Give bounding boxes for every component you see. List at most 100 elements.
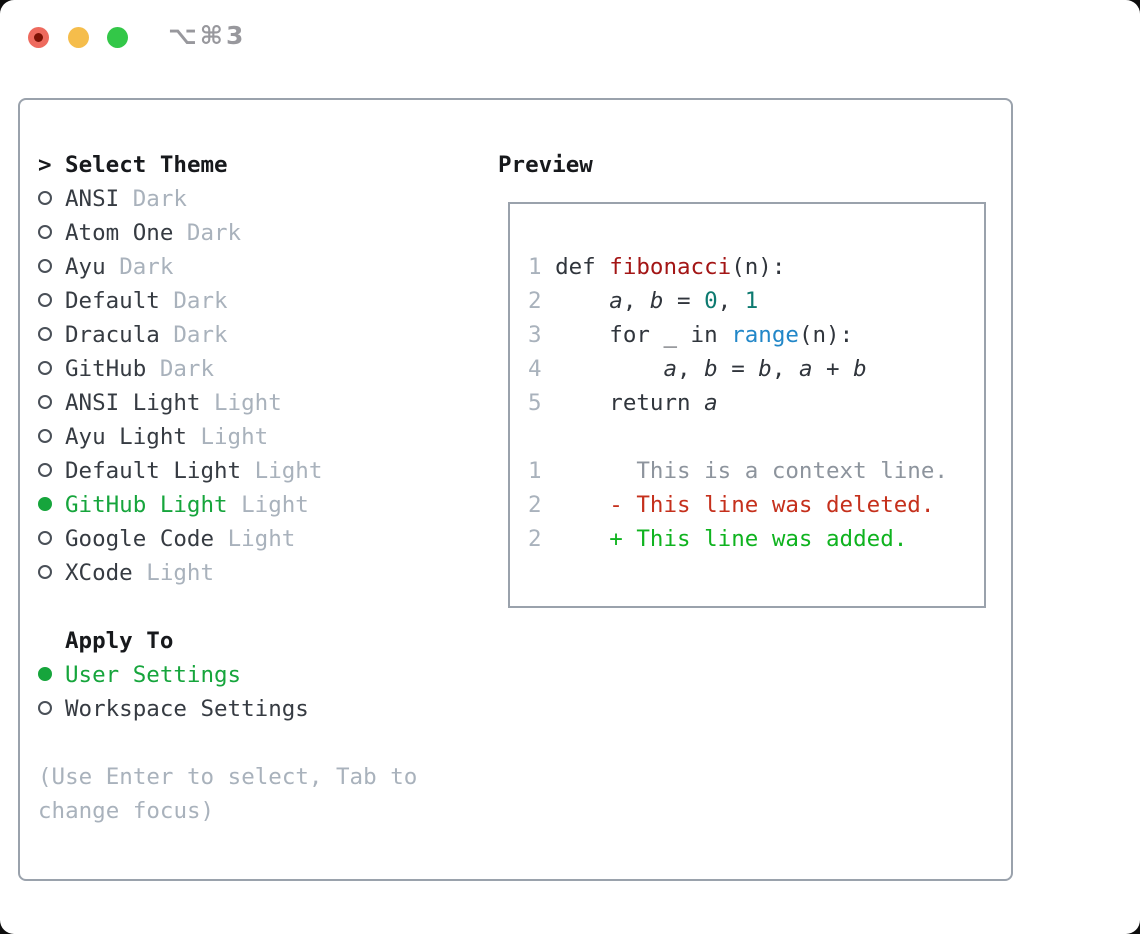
- code-token-plain: =: [717, 356, 759, 382]
- code-token-lit: 1: [744, 288, 759, 314]
- theme-item-google-code[interactable]: Google Code Light: [38, 522, 295, 556]
- minimize-button[interactable]: [68, 27, 89, 48]
- code-token-var: b: [704, 356, 718, 382]
- code-token-plain: ,: [677, 356, 705, 382]
- theme-item-ansi[interactable]: ANSI Dark: [38, 182, 187, 216]
- line-number: 5: [528, 390, 542, 416]
- code-token-var: a: [663, 356, 678, 382]
- theme-name: Google Code: [65, 526, 215, 552]
- theme-item-github[interactable]: GitHub Dark: [38, 352, 214, 386]
- line-number: 2: [528, 526, 542, 552]
- theme-variant-label: Light: [200, 424, 269, 450]
- radio-circle-icon: [38, 428, 52, 443]
- code-token-var: a: [798, 356, 813, 382]
- radio-circle-icon: [38, 292, 52, 307]
- code-token-var: a: [704, 390, 718, 416]
- diff-line: 1 This is a context line.: [528, 454, 948, 488]
- theme-variant-label: Dark: [119, 254, 174, 280]
- code-line: 4 a, b = b, a + b: [528, 352, 867, 386]
- code-token-plain: [542, 288, 610, 314]
- code-token-plain: (n):: [731, 254, 786, 280]
- theme-item-github-light[interactable]: GitHub Light Light: [38, 488, 309, 522]
- code-token-plain: for _ in: [541, 322, 732, 348]
- theme-variant-label: Light: [254, 458, 323, 484]
- code-token-var: b: [758, 356, 772, 382]
- code-token-ctx: This is a context line.: [541, 458, 948, 484]
- code-token-lit: 0: [704, 288, 718, 314]
- close-button[interactable]: [28, 27, 49, 48]
- hint-line-2: change focus): [38, 798, 215, 824]
- apply-option-label: Workspace Settings: [65, 696, 309, 722]
- theme-variant-label: Dark: [173, 288, 228, 314]
- apply-option-label: User Settings: [65, 662, 242, 688]
- radio-circle-icon: [38, 700, 52, 715]
- theme-name: Atom One: [65, 220, 174, 246]
- theme-variant-label: Light: [146, 560, 215, 586]
- line-number: 1: [528, 254, 542, 280]
- theme-item-dracula[interactable]: Dracula Dark: [38, 318, 228, 352]
- theme-item-ayu[interactable]: Ayu Dark: [38, 250, 173, 284]
- code-token-func: fibonacci: [609, 254, 732, 280]
- theme-variant-label: Light: [241, 492, 309, 518]
- code-token-plain: def: [541, 254, 610, 280]
- code-token-plain: +: [812, 356, 854, 382]
- theme-item-default-light[interactable]: Default Light Light: [38, 454, 322, 488]
- theme-name: Ayu Light: [65, 424, 187, 450]
- radio-circle-icon: [38, 564, 52, 579]
- radio-circle-icon: [38, 360, 52, 375]
- theme-variant-label: Dark: [132, 186, 187, 212]
- theme-item-default[interactable]: Default Dark: [38, 284, 228, 318]
- code-token-builtin: range: [731, 322, 799, 348]
- radio-circle-icon: [38, 190, 52, 205]
- code-token-var: b: [853, 356, 867, 382]
- apply-option-user-settings[interactable]: User Settings: [38, 658, 241, 692]
- code-token-plain: ,: [717, 288, 745, 314]
- code-token-plain: =: [663, 288, 705, 314]
- theme-variant-label: Dark: [186, 220, 242, 246]
- radio-circle-icon: [38, 496, 52, 511]
- diff-line: 2 - This line was deleted.: [528, 488, 934, 522]
- theme-variant-label: Dark: [173, 322, 228, 348]
- code-token-plain: return: [541, 390, 705, 416]
- close-dot-icon: [34, 33, 43, 42]
- code-token-var: a: [609, 288, 623, 314]
- theme-name: GitHub: [65, 356, 147, 382]
- theme-name: GitHub Light: [65, 492, 228, 518]
- theme-name: Default Light: [65, 458, 242, 484]
- select-theme-title: Select Theme: [65, 152, 228, 178]
- line-number: 4: [528, 356, 542, 382]
- code-token-del: - This line was deleted.: [541, 492, 935, 518]
- theme-item-ayu-light[interactable]: Ayu Light Light: [38, 420, 268, 454]
- code-token-plain: ,: [771, 356, 799, 382]
- theme-name: Dracula: [65, 322, 160, 348]
- prompt-caret-icon: >: [38, 152, 52, 178]
- theme-variant-label: Light: [214, 390, 282, 416]
- theme-variant-label: Dark: [159, 356, 215, 382]
- radio-circle-icon: [38, 258, 52, 273]
- theme-item-atom-one[interactable]: Atom One Dark: [38, 216, 241, 250]
- apply-option-workspace-settings[interactable]: Workspace Settings: [38, 692, 309, 726]
- select-theme-header: > Select Theme: [38, 148, 228, 182]
- theme-name: Default: [65, 288, 160, 314]
- radio-circle-icon: [38, 530, 52, 545]
- radio-circle-icon: [38, 326, 52, 341]
- zoom-button[interactable]: [107, 27, 128, 48]
- theme-name: ANSI Light: [65, 390, 201, 416]
- apply-to-title: Apply To: [65, 628, 174, 654]
- line-number: 2: [528, 492, 542, 518]
- window-shortcut-label: ⌥⌘3: [168, 21, 247, 50]
- theme-item-ansi-light[interactable]: ANSI Light Light: [38, 386, 282, 420]
- diff-line: 2 + This line was added.: [528, 522, 907, 556]
- theme-item-xcode[interactable]: XCode Light: [38, 556, 214, 590]
- radio-circle-icon: [38, 224, 52, 239]
- code-token-var: b: [649, 288, 664, 314]
- code-token-add: + This line was added.: [541, 526, 908, 552]
- apply-to-header: Apply To: [38, 624, 173, 658]
- theme-name: XCode: [65, 560, 133, 586]
- preview-title: Preview: [498, 152, 593, 178]
- line-number: 2: [528, 288, 542, 314]
- hint-line-1: (Use Enter to select, Tab to: [38, 764, 418, 790]
- radio-circle-icon: [38, 666, 52, 681]
- code-line: 1 def fibonacci(n):: [528, 250, 785, 284]
